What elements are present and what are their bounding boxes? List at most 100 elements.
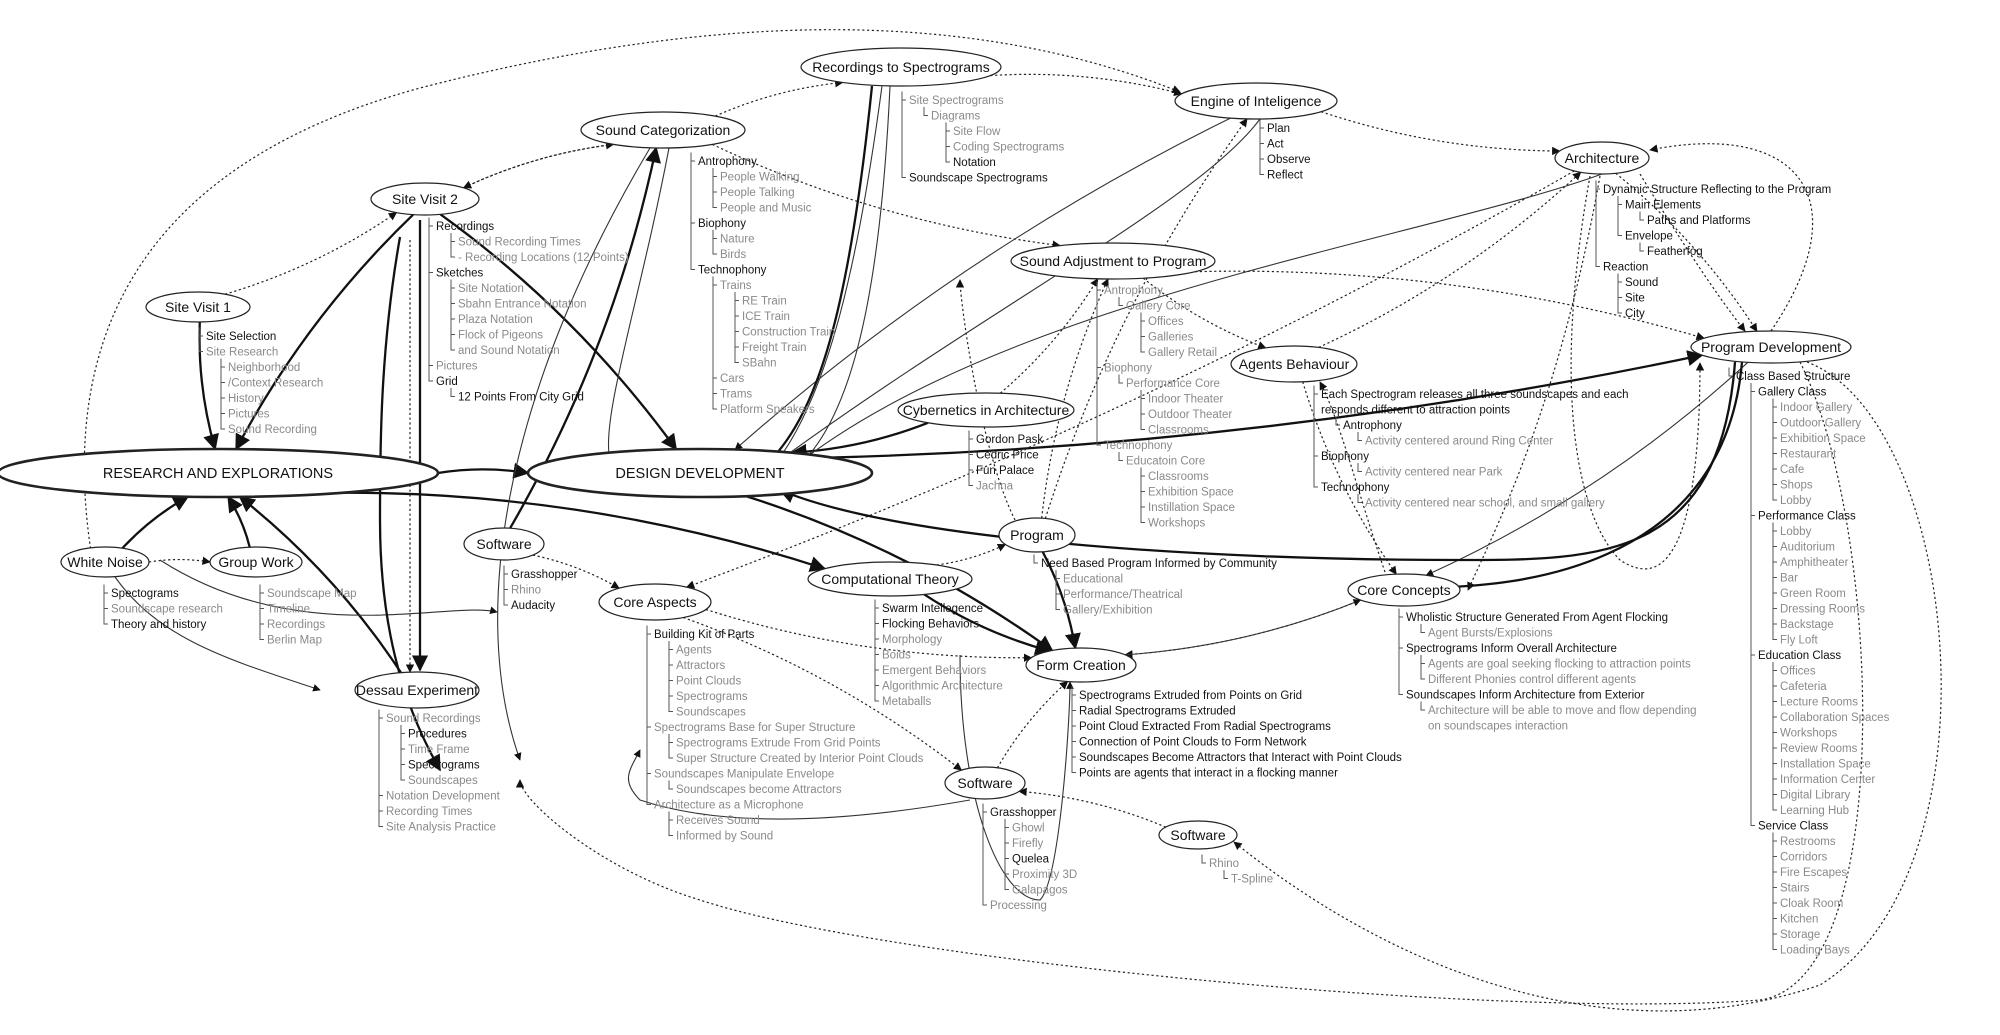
node-label: RESEARCH AND EXPLORATIONS <box>103 466 333 482</box>
tree-branch <box>1004 874 1009 890</box>
list-item: Ghowl <box>1012 823 1045 835</box>
node-site-visit-2: Site Visit 2 <box>370 182 480 216</box>
list-item: SBahn <box>742 358 777 370</box>
tree-branch <box>668 742 673 759</box>
tree-branch <box>712 393 717 410</box>
list-item: Featherfog <box>1647 246 1703 258</box>
node-sound-adjustment: Sound Adjustment to Program <box>1010 242 1216 280</box>
edge-core-concepts-to-form-creation <box>1124 599 1361 659</box>
node-site-visit-1: Site Visit 1 <box>145 291 251 323</box>
tree-branch <box>503 574 508 590</box>
list-item: Offices <box>1780 666 1816 678</box>
tree-branch <box>712 192 717 208</box>
node-outline <box>598 583 712 621</box>
tree-branch <box>1118 374 1123 384</box>
tree-branch <box>450 319 455 335</box>
list-item: Biophony <box>1321 451 1369 463</box>
node-sound-categorization: Sound Categorization <box>580 111 746 149</box>
list-item: Proximity 3D <box>1012 869 1077 881</box>
list-item: Construction Train <box>742 327 835 339</box>
edge-site-visit-2-to-sound-categorization <box>463 141 615 189</box>
list-item: Installation Space <box>1780 759 1871 771</box>
tree-branch <box>1772 624 1777 640</box>
tree-branch <box>1313 394 1318 457</box>
list-item: Loading Bays <box>1780 945 1850 957</box>
node-research: RESEARCH AND EXPLORATIONS <box>0 447 440 499</box>
list-item: Green Room <box>1780 588 1846 600</box>
node-label: Software <box>1170 827 1225 843</box>
node-outline <box>800 47 1002 87</box>
list-item: Spectrograms Extrude From Grid Points <box>676 738 881 750</box>
tree-branch <box>1071 741 1076 758</box>
edge-software-2-to-form-creation <box>996 680 1069 769</box>
list-item: Antrophony <box>1343 420 1402 432</box>
list-item: People and Music <box>720 203 812 215</box>
node-software-1: Software <box>463 527 545 561</box>
tree-branch <box>874 685 879 702</box>
node-label: Core Aspects <box>613 594 696 610</box>
edge-sound-categorization-to-sound-adjustment <box>712 143 1061 249</box>
list-item: Points are agents that interact in a flo… <box>1079 768 1338 780</box>
curve-connector-8 <box>789 173 1603 471</box>
list-item: Morphology <box>882 634 942 646</box>
curve-connector-14 <box>159 559 498 616</box>
tree-branch <box>1420 655 1425 664</box>
node-outline <box>1174 82 1338 120</box>
tree-branch <box>874 599 879 609</box>
list-item: Sound <box>1625 277 1658 289</box>
list-item: Soundscapes become Attractors <box>676 784 842 796</box>
list-item: People Walking <box>720 172 799 184</box>
tree-branch <box>1772 407 1777 423</box>
node-outline <box>209 546 303 578</box>
tree-branch <box>1772 662 1777 671</box>
list-item: Dynamic Structure Reflecting to the Prog… <box>1603 184 1831 196</box>
list-item: Auditorium <box>1780 542 1835 554</box>
tree-branch <box>1420 663 1425 680</box>
curve-connector-25 <box>955 279 1016 521</box>
list-item: Architecture as a Microphone <box>654 800 804 812</box>
tree-branch <box>1772 779 1777 795</box>
curve-connector-9 <box>769 85 883 471</box>
list-item: - Recording Locations (12 Points) <box>458 252 629 264</box>
tree-branch <box>1617 204 1622 236</box>
list-item: Soundscapes Inform Architecture from Ext… <box>1406 690 1645 702</box>
list-item: Sketches <box>436 268 484 280</box>
list-item: Indoor Gallery <box>1780 402 1852 414</box>
node-outline <box>354 671 480 709</box>
list-item: Outdoor Gallery <box>1780 418 1861 430</box>
list-item: Spectograms <box>111 588 179 600</box>
list-item: /Context Research <box>228 378 323 390</box>
list-item: Activity centered around Ring Center <box>1365 436 1553 448</box>
tree-branch <box>400 733 405 750</box>
node-engine-of-inteligence: Engine of Inteligence <box>1174 82 1338 120</box>
tree-branch <box>668 811 673 821</box>
tree-branch <box>646 773 651 805</box>
tree-branch <box>646 625 651 635</box>
tree-branch <box>1140 398 1145 415</box>
list-item: Sound Recordings <box>386 713 481 725</box>
list-item: Collaboration Spaces <box>1780 712 1890 724</box>
list-item: Architecture will be able to move and fl… <box>1428 705 1697 717</box>
list-item: Grasshopper <box>990 807 1057 819</box>
list-item: Point Clouds <box>676 676 741 688</box>
tree-branch <box>1772 748 1777 764</box>
tree-branch <box>1140 312 1145 322</box>
tree-branch <box>734 292 739 301</box>
tree-branch <box>1140 336 1145 353</box>
node-label: Site Visit 2 <box>392 191 458 207</box>
tree-branch <box>400 764 405 781</box>
node-outline <box>580 111 746 149</box>
edge-agents-behaviour-to-architecture <box>1318 171 1582 348</box>
list-item: Exhibition Space <box>1780 433 1866 445</box>
tree-branch <box>668 820 673 836</box>
list-item: Soundscapes Become Attractors that Inter… <box>1079 752 1402 764</box>
list-item: Processing <box>990 900 1047 912</box>
tree-branch <box>1140 321 1145 337</box>
node-outline <box>807 561 973 597</box>
list-item: Spectrograms Base for Super Structure <box>654 722 855 734</box>
tree-branch <box>220 358 225 368</box>
